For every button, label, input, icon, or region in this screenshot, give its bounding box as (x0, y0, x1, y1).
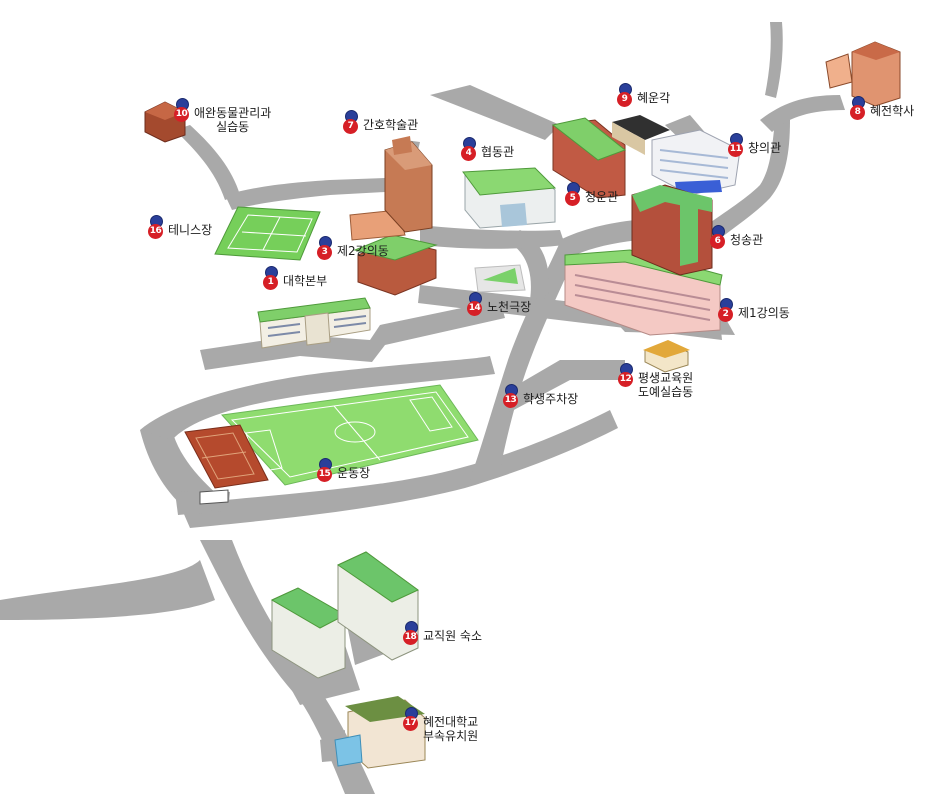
marker-pin: 17 (403, 707, 419, 731)
soccer-field (220, 384, 479, 486)
marker-label: 청송관 (730, 233, 764, 247)
marker-label: 실습동 (216, 120, 250, 134)
marker-5[interactable]: 5 청운관 (565, 182, 618, 206)
marker-4[interactable]: 4 협동관 (461, 137, 514, 161)
building-hyeungak (612, 115, 670, 155)
marker-label: 운동장 (337, 466, 371, 480)
open-air-theater (474, 264, 526, 293)
marker-label: 청운관 (585, 190, 619, 204)
marker-pin: 12 (618, 363, 634, 387)
marker-9[interactable]: 9 혜운각 (617, 83, 670, 107)
building-main-hall (257, 297, 371, 349)
marker-pin: 9 (617, 83, 633, 107)
marker-pin: 4 (461, 137, 477, 161)
building-lecture-2 (349, 209, 438, 296)
marker-label: 창의관 (748, 141, 782, 155)
marker-label: 제2강의동 (337, 244, 389, 258)
marker-label: 간호학술관 (363, 118, 419, 132)
marker-13[interactable]: 13 학생주차장 (503, 384, 578, 408)
marker-8[interactable]: 8 혜전학사 (850, 96, 914, 120)
marker-label: 대학본부 (283, 274, 328, 288)
marker-label: 협동관 (481, 145, 515, 159)
marker-16[interactable]: 16 테니스장 (148, 215, 212, 239)
marker-2[interactable]: 2 제1강의동 (718, 298, 790, 322)
marker-pin: 15 (317, 458, 333, 482)
marker-1[interactable]: 1 대학본부 (263, 266, 327, 290)
marker-3[interactable]: 3 제2강의동 (317, 236, 389, 260)
building-dormitory (825, 41, 901, 107)
marker-11[interactable]: 11 창의관 (728, 133, 781, 157)
bus (199, 489, 229, 505)
marker-14[interactable]: 14 노천극장 (467, 292, 531, 316)
marker-pin: 16 (148, 215, 164, 239)
marker-pin: 6 (710, 225, 726, 249)
marker-pin: 5 (565, 182, 581, 206)
building-nursing (384, 136, 433, 233)
marker-label: 혜전학사 (870, 104, 915, 118)
marker-label: 부속유치원 (423, 729, 479, 743)
marker-pin: 7 (343, 110, 359, 134)
marker-pin: 2 (718, 298, 734, 322)
marker-label: 제1강의동 (738, 306, 790, 320)
marker-7[interactable]: 7 간호학술관 (343, 110, 418, 134)
marker-label: 노천극장 (487, 300, 532, 314)
marker-pin: 11 (728, 133, 744, 157)
marker-label: 평생교육원 (638, 371, 694, 385)
building-lecture-1 (564, 249, 723, 336)
marker-15[interactable]: 15 운동장 (317, 458, 370, 482)
building-cooperation (462, 167, 557, 229)
basketball-courts (184, 424, 269, 489)
marker-pin: 13 (503, 384, 519, 408)
marker-pin: 14 (467, 292, 483, 316)
tennis-courts (214, 206, 321, 261)
marker-label: 교직원 숙소 (423, 629, 483, 643)
marker-label: 도예실습동 (638, 385, 694, 399)
marker-label: 혜전대학교 (423, 715, 479, 729)
marker-18[interactable]: 18 교직원 숙소 (403, 621, 482, 645)
building-cheongun (551, 117, 627, 199)
marker-label: 테니스장 (168, 223, 213, 237)
marker-pin: 3 (317, 236, 333, 260)
building-staff-housing (270, 551, 419, 679)
building-lifelong-edu (643, 340, 690, 373)
marker-label: 혜운각 (637, 91, 671, 105)
marker-pin: 18 (403, 621, 419, 645)
marker-6[interactable]: 6 청송관 (710, 225, 763, 249)
marker-pin: 10 (174, 98, 190, 122)
marker-label: 학생주차장 (523, 392, 579, 406)
marker-label: 애완동물관리과 (194, 106, 272, 120)
marker-pin: 1 (263, 266, 279, 290)
marker-pin: 8 (850, 96, 866, 120)
building-creativity (651, 129, 741, 196)
building-cheongsong (631, 184, 713, 276)
